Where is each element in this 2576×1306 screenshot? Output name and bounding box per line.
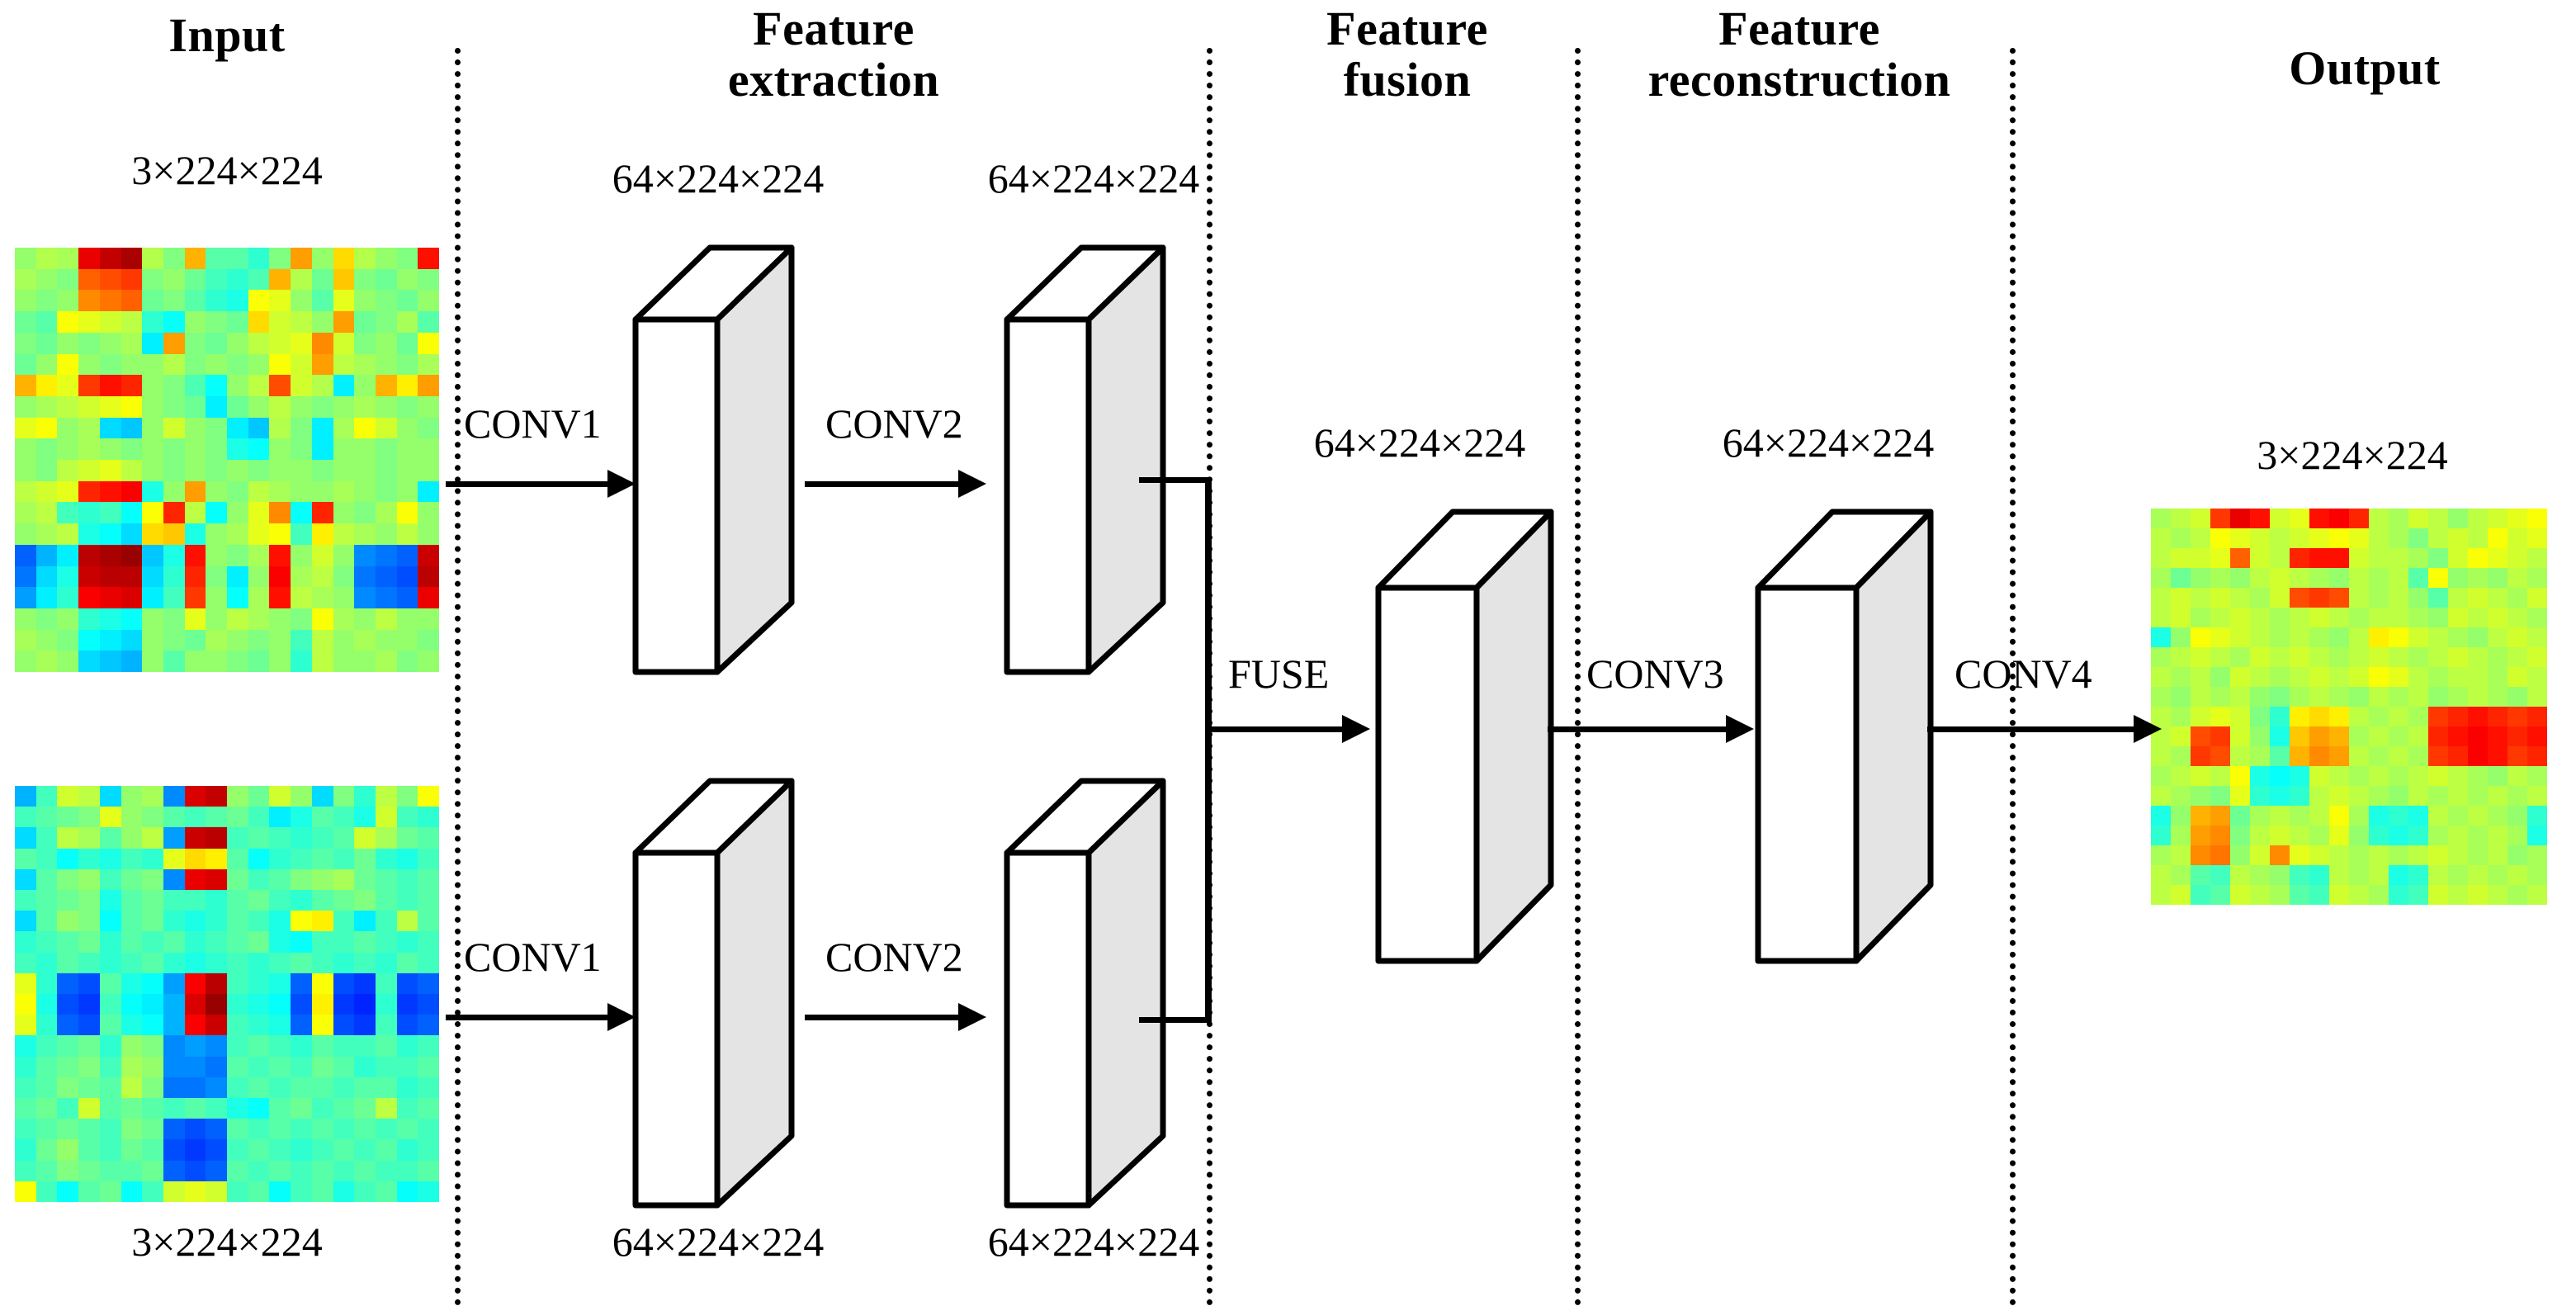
slab-conv2-top [1000,241,1170,679]
divider-reconstruction-output [2010,48,2016,1306]
section-title-output: Output [2187,43,2542,94]
label-fuse: FUSE [1228,651,1330,697]
slab-reconstruction [1751,505,1937,968]
merge-trunk [1205,477,1212,1023]
label-conv1-top: CONV1 [464,400,602,447]
shape-label-conv2-top: 64×224×224 [987,155,1200,201]
arrow-head-conv2-bottom [958,1003,986,1031]
arrow-head-fuse [1342,715,1370,743]
shape-label-conv1-top: 64×224×224 [612,155,825,201]
merge-stub-bottom [1139,1017,1212,1023]
arrow-head-conv3 [1726,715,1754,743]
section-title-ff-line1: Feature [1326,2,1488,55]
arrow-head-conv4 [2134,715,2162,743]
arrow-line-conv1-bottom [446,1015,607,1020]
section-title-feature-extraction: Feature extraction [652,3,1015,106]
section-title-ff-line2: fusion [1343,53,1472,106]
section-title-input: Input [50,10,404,61]
section-title-fe-line1: Feature [753,2,915,55]
section-title-fe-line2: extraction [727,53,940,106]
shape-label-conv2-bottom: 64×224×224 [987,1218,1200,1265]
arrow-line-fuse [1205,726,1342,732]
shape-label-input-bottom: 3×224×224 [131,1218,323,1265]
arrow-line-conv1-top [446,481,607,487]
label-conv4: CONV4 [1954,651,2092,697]
arrow-head-conv1-top [607,470,636,498]
slab-fusion [1372,505,1557,968]
arrow-line-conv3 [1548,726,1726,732]
arrow-line-conv2-bottom [805,1015,958,1020]
input-heatmap-bottom [15,786,439,1202]
divider-input-extraction [455,48,461,1306]
section-title-output-text: Output [2289,41,2441,95]
shape-label-conv1-bottom: 64×224×224 [612,1218,825,1265]
slab-conv1-top [629,241,798,679]
label-conv3: CONV3 [1586,651,1724,697]
shape-label-input-top: 3×224×224 [131,147,323,193]
label-conv2-bottom: CONV2 [825,934,963,980]
arrow-head-conv1-bottom [607,1003,636,1031]
shape-label-output: 3×224×224 [2257,432,2448,478]
label-conv1-bottom: CONV1 [464,934,602,980]
shape-label-fusion: 64×224×224 [1313,419,1526,466]
label-conv2-top: CONV2 [825,400,963,447]
arrow-head-conv2-top [958,470,986,498]
arrow-line-conv2-top [805,481,958,487]
shape-label-reconstruction: 64×224×224 [1722,419,1935,466]
section-title-feature-fusion: Feature fusion [1250,3,1564,106]
arrow-line-conv4 [1927,726,2134,732]
output-heatmap [2151,509,2547,905]
merge-stub-top [1139,477,1212,483]
slab-conv2-bottom [1000,774,1170,1212]
divider-fusion-reconstruction [1575,48,1581,1306]
section-title-fr-line2: reconstruction [1647,53,1951,106]
slab-conv1-bottom [629,774,798,1212]
section-title-fr-line1: Feature [1718,2,1880,55]
section-title-feature-reconstruction: Feature reconstruction [1593,3,2006,106]
input-heatmap-top [15,248,439,672]
section-title-input-text: Input [168,8,286,62]
